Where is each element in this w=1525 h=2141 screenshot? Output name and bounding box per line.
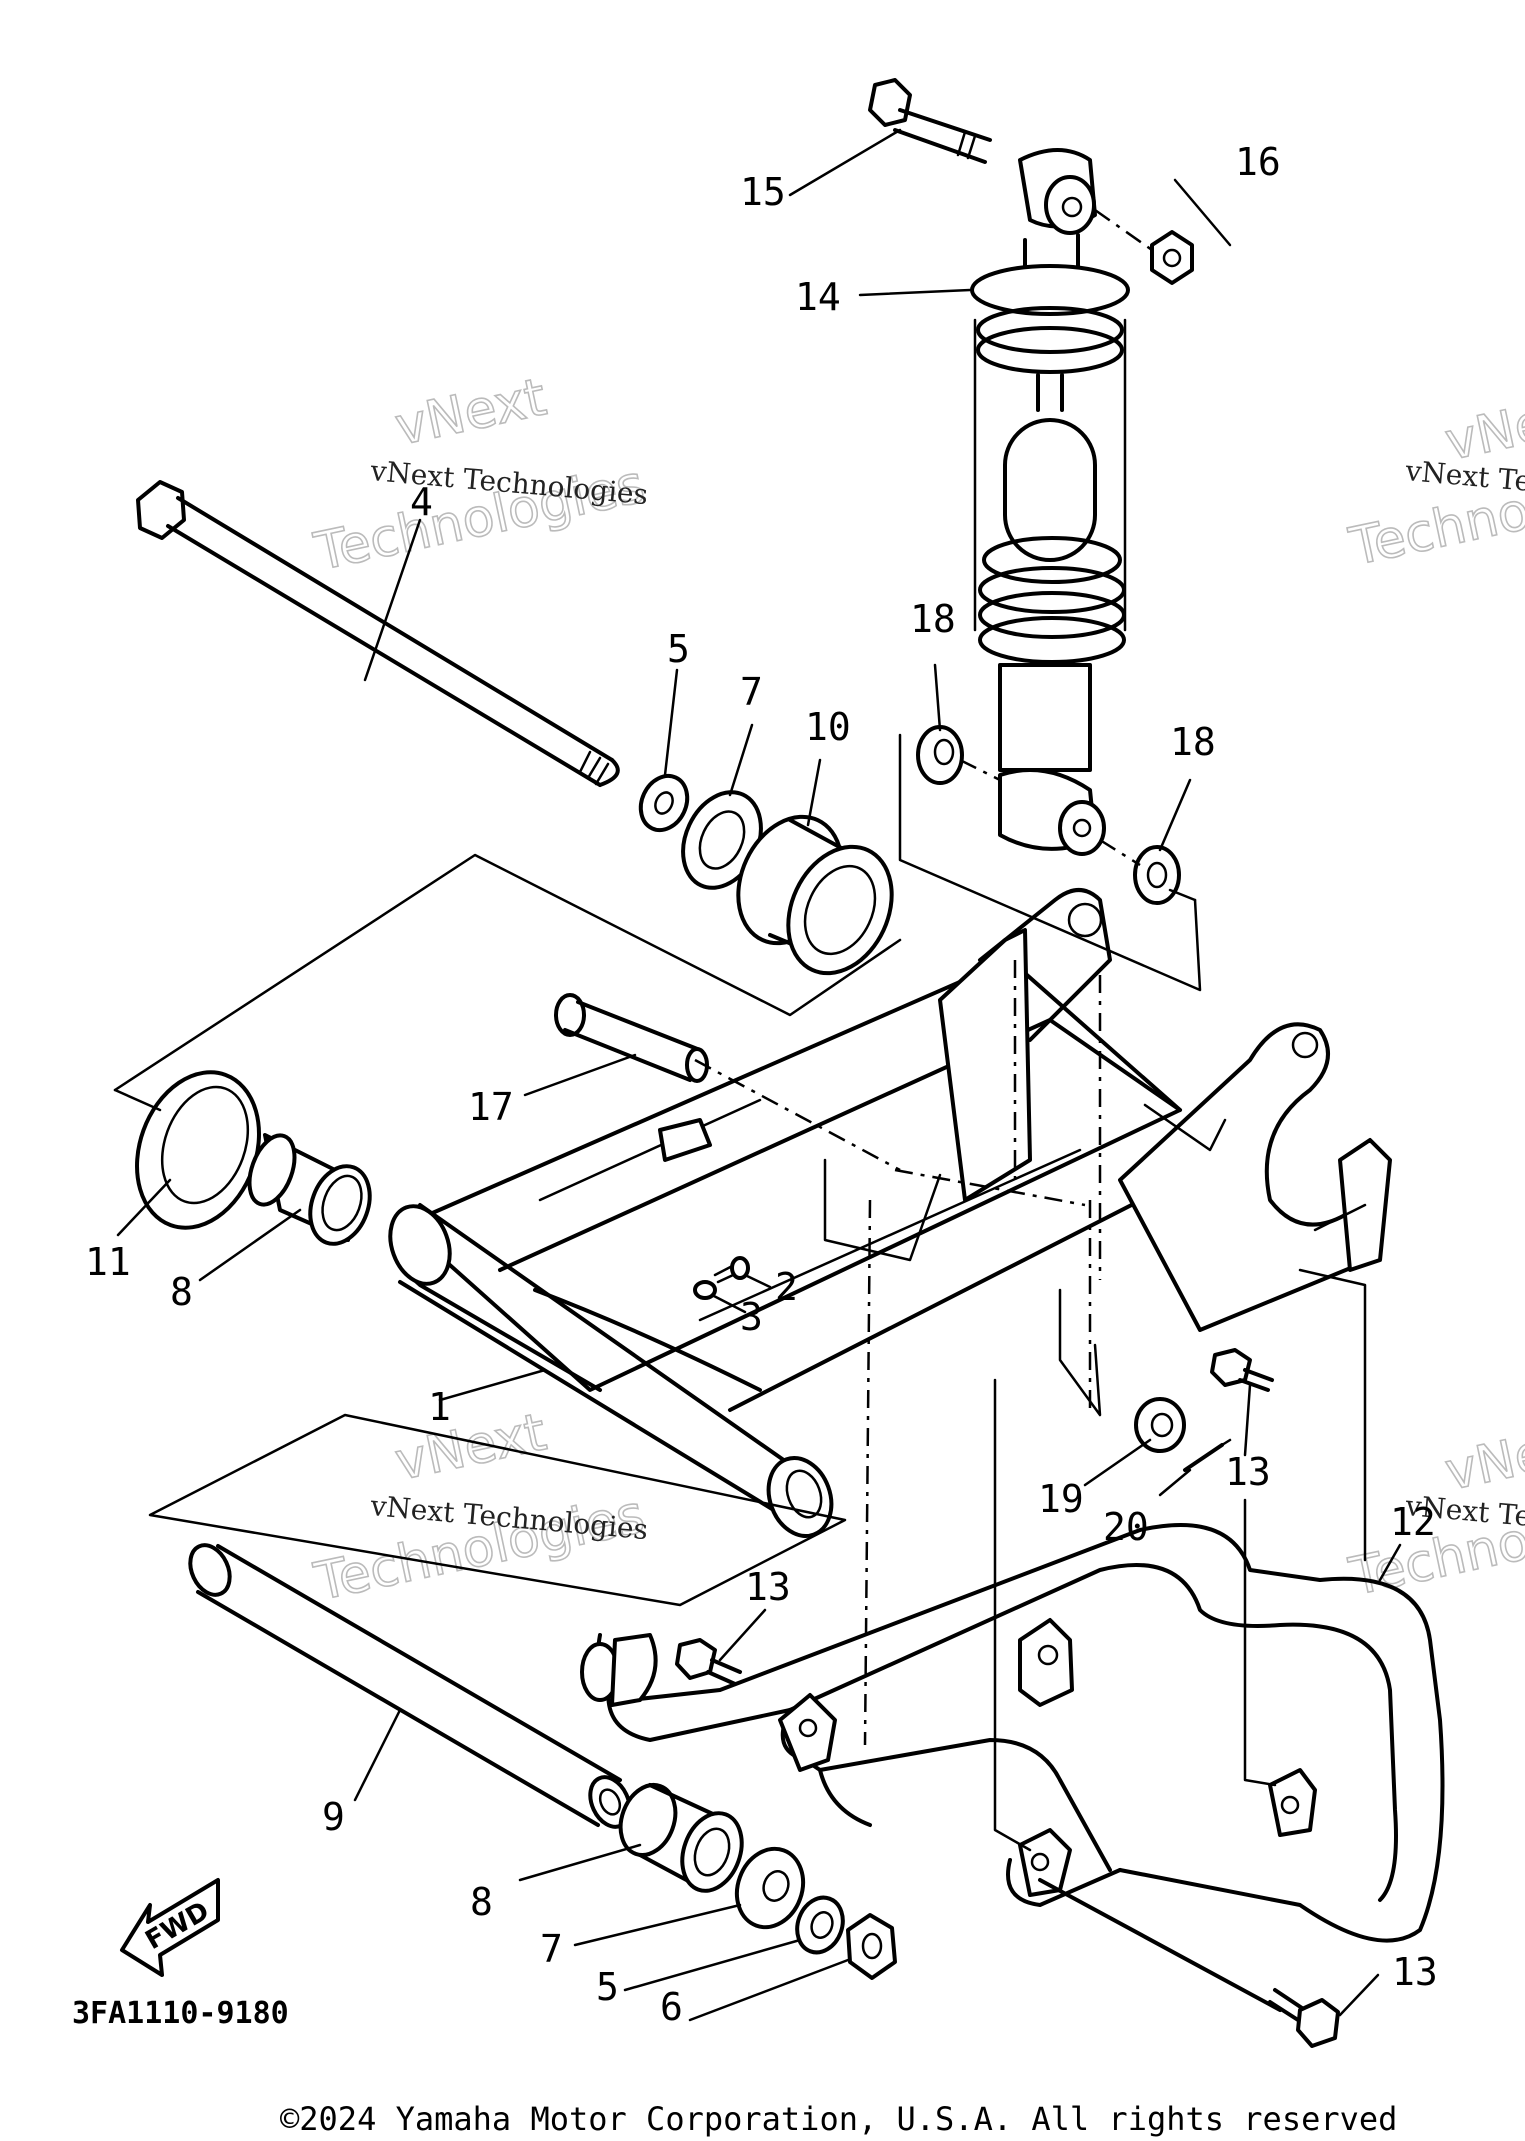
- part-2-screw: [713, 1256, 750, 1284]
- callout-20: 20: [1103, 1505, 1149, 1549]
- part-10-collar: [736, 814, 894, 976]
- watermark-text-large: vNext: [390, 1402, 551, 1492]
- callout-8-upper: 8: [170, 1270, 193, 1314]
- callout-3: 3: [740, 1295, 763, 1339]
- callout-17: 17: [468, 1085, 514, 1129]
- part-13-bolt-bottom: [1268, 1988, 1340, 2048]
- callout-10: 10: [805, 705, 851, 749]
- diagram-code: 3FA1110-9180: [72, 1996, 289, 2031]
- part-3-washer-small: [693, 1280, 717, 1300]
- part-18-washer-lower: [1099, 838, 1181, 905]
- callout-labels: 15 16 14 4 5 7 10 18 18 17 11 8 1 2 3 19…: [85, 140, 1438, 2029]
- part-16-nut: [1094, 208, 1194, 285]
- callout-5-lower: 5: [596, 1965, 619, 2009]
- part-1-swing-arm: [388, 888, 1392, 1538]
- part-8-collar-left: [247, 1133, 372, 1246]
- callout-4: 4: [410, 480, 433, 524]
- callout-15: 15: [740, 170, 786, 214]
- callout-16: 16: [1235, 140, 1281, 184]
- watermark-text-large: vNext: [390, 367, 551, 457]
- part-15-bolt: [868, 78, 992, 164]
- part-12-guard-frame: [580, 1523, 1445, 2012]
- callout-12: 12: [1390, 1500, 1436, 1544]
- callout-19: 19: [1038, 1477, 1084, 1521]
- watermark-top-left: vNext Technologies vNext Technologies: [308, 367, 650, 584]
- callout-1: 1: [428, 1385, 451, 1429]
- callout-leader-lines: [116, 128, 1402, 2022]
- callout-18-lower: 18: [1170, 720, 1216, 764]
- callout-13-right: 13: [1225, 1450, 1271, 1494]
- part-19-washer: [1134, 1397, 1186, 1453]
- part-8-collar-lower: [618, 1783, 744, 1893]
- fwd-direction-arrow: FWD: [120, 1878, 220, 1977]
- watermark-bottom-left: vNext Technologies vNext Technologies: [308, 1402, 650, 1614]
- part-18-washer-upper: [916, 725, 1001, 785]
- callout-2: 2: [775, 1265, 798, 1309]
- watermark-text-large: vNext: [1440, 1412, 1525, 1502]
- callout-11: 11: [85, 1240, 131, 1284]
- part-17-pin: [554, 993, 709, 1083]
- callout-9: 9: [322, 1795, 345, 1839]
- part-4-pivot-shaft: [136, 480, 620, 787]
- callout-13-bottom: 13: [1392, 1950, 1438, 1994]
- callout-5-upper: 5: [667, 627, 690, 671]
- assembly-reference-lines: [113, 733, 1367, 1852]
- callout-6: 6: [660, 1985, 683, 2029]
- callout-13-left: 13: [745, 1565, 791, 1609]
- callout-8-lower: 8: [470, 1880, 493, 1924]
- callout-14: 14: [795, 275, 841, 319]
- part-9-long-tube: [188, 1543, 632, 1829]
- part-5-washer-upper: [638, 773, 690, 833]
- watermark-top-right: vNext Technologies vNext Technologies: [1343, 382, 1525, 579]
- part-6-nut: [846, 1913, 897, 1980]
- callout-7-lower: 7: [540, 1927, 563, 1971]
- copyright-notice: ©2024 Yamaha Motor Corporation, U.S.A. A…: [280, 2100, 1398, 2138]
- part-7-bearing-lower: [734, 1846, 806, 1930]
- part-20-cotter-pin: [1183, 1438, 1232, 1472]
- part-14-rear-shock: [970, 148, 1130, 856]
- callout-7-upper: 7: [740, 670, 763, 714]
- part-5-washer-lower: [795, 1895, 845, 1955]
- callout-18-upper: 18: [910, 597, 956, 641]
- part-13-bolt-right: [1210, 1348, 1274, 1392]
- part-13-bolt-left: [675, 1638, 742, 1686]
- part-11-bushing: [135, 1070, 261, 1230]
